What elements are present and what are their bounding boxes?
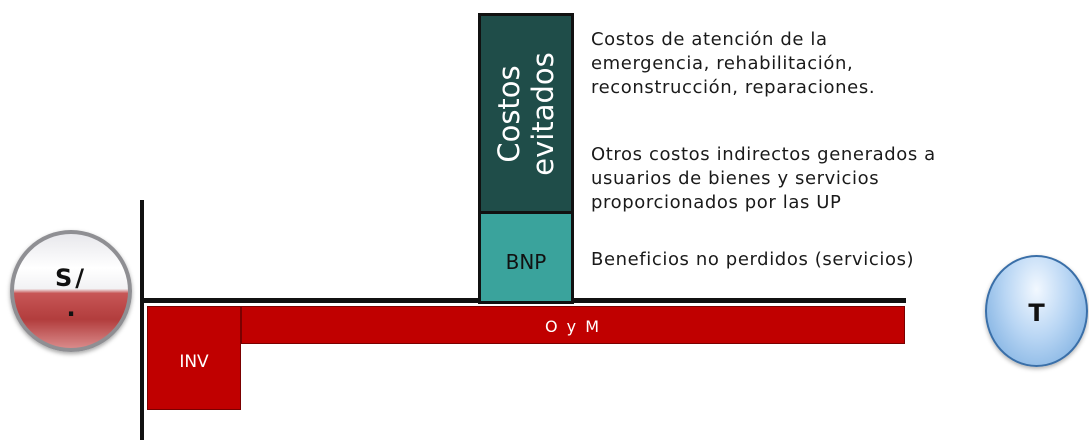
start-symbol-text: S/ [54, 264, 88, 292]
bnp-label: BNP [505, 250, 547, 274]
note-line: Costos de atención de la [591, 29, 828, 50]
end-time-circle: T [985, 255, 1088, 367]
note-line: Beneficios no perdidos (servicios) [591, 249, 915, 270]
note-line: usuarios de bienes y servicios [591, 168, 880, 189]
end-symbol-text: T [1028, 299, 1045, 327]
note-costos-atencion: Costos de atención de la emergencia, reh… [591, 28, 875, 100]
costos-evitados-line2: evitados [526, 51, 560, 176]
note-line: reconstrucción, reparaciones. [591, 77, 876, 98]
costos-evitados-label: Costos evitados [492, 52, 560, 175]
inv-bar: INV [147, 306, 241, 410]
inv-label: INV [179, 352, 209, 372]
costos-evitados-line1: Costos [492, 64, 526, 163]
oym-bar: O y M [241, 306, 905, 344]
oym-label: O y M [544, 317, 602, 336]
note-beneficios: Beneficios no perdidos (servicios) [591, 248, 914, 272]
note-line: proporcionados por las UP [591, 192, 842, 213]
note-line: Otros costos indirectos generados a [591, 144, 936, 165]
bnp-bar: BNP [478, 211, 574, 304]
start-currency-circle: S/ . [10, 230, 132, 352]
note-line: emergencia, rehabilitación, [591, 53, 854, 74]
note-otros-costos: Otros costos indirectos generados a usua… [591, 143, 936, 215]
costos-evitados-bar: Costos evitados [478, 13, 574, 214]
vertical-axis [140, 200, 144, 440]
start-symbol-dot: . [66, 294, 76, 322]
